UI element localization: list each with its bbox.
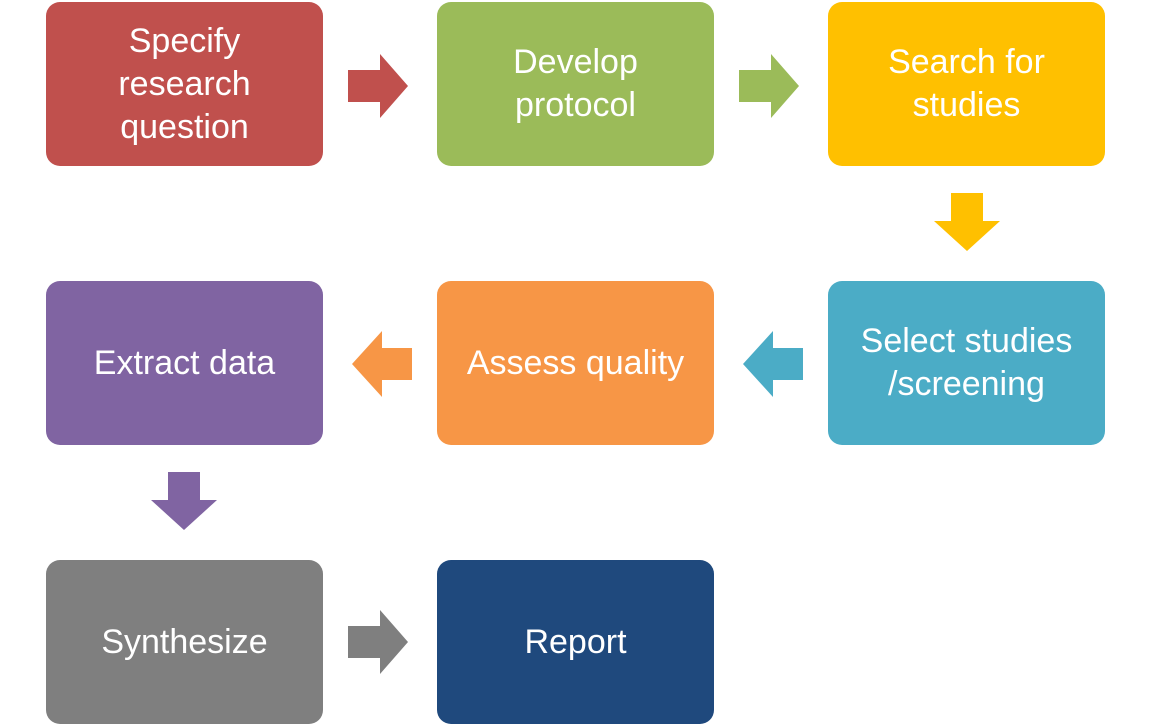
step-extract-data: Extract data (46, 281, 323, 445)
arrow-down-icon (151, 472, 217, 530)
step-label: Search for studies (888, 43, 1045, 124)
step-label: Develop protocol (513, 43, 638, 124)
step-label: Report (524, 622, 627, 661)
step-assess-quality: Assess quality (437, 281, 714, 445)
step-develop-protocol: Develop protocol (437, 2, 714, 166)
arrow-right-icon (739, 54, 799, 118)
arrow-left-icon (743, 331, 803, 397)
arrow-right-icon (348, 610, 408, 674)
step-specify-research-question: Specify research question (46, 2, 323, 166)
step-label: Select studies /screening (860, 322, 1073, 403)
step-select-studies-screening: Select studies /screening (828, 281, 1105, 445)
step-label: Synthesize (101, 622, 268, 661)
step-synthesize: Synthesize (46, 560, 323, 724)
arrow-left-icon (352, 331, 412, 397)
step-search-for-studies: Search for studies (828, 2, 1105, 166)
step-label: Specify research question (118, 21, 251, 146)
step-label: Extract data (93, 343, 276, 382)
arrow-down-icon (934, 193, 1000, 251)
arrow-right-icon (348, 54, 408, 118)
step-label: Assess quality (466, 343, 685, 382)
step-report: Report (437, 560, 714, 724)
